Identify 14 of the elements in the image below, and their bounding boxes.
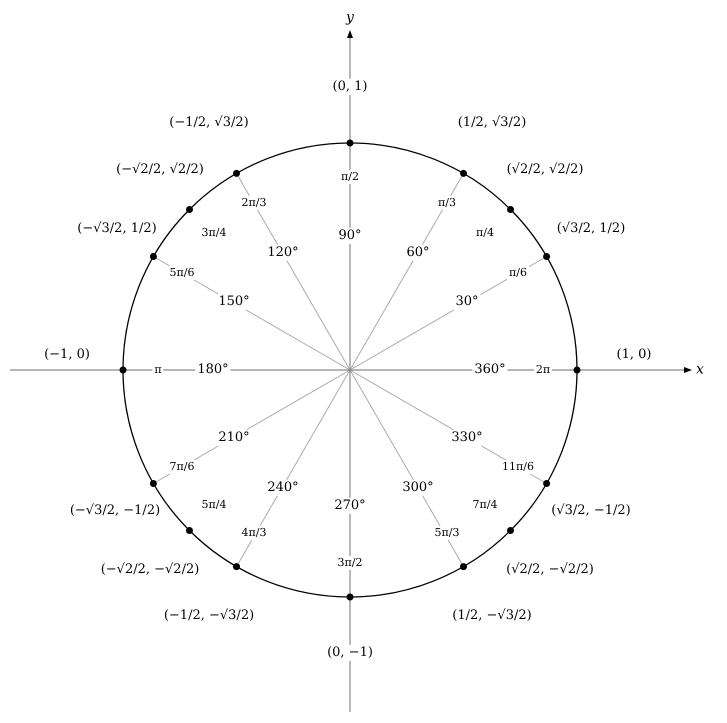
radian-label: π/3 bbox=[436, 196, 458, 210]
degree-label: 30° bbox=[453, 294, 481, 310]
radian-label: 5π/6 bbox=[168, 266, 196, 280]
radian-label: 2π/3 bbox=[240, 196, 268, 210]
radian-label: π/6 bbox=[507, 266, 529, 280]
degree-label: 330° bbox=[449, 430, 485, 446]
radian-label: 7π/6 bbox=[168, 460, 196, 474]
coordinate-label: (0, −1) bbox=[325, 644, 375, 662]
radian-label: 4π/3 bbox=[240, 526, 268, 540]
coordinate-label: (0, 1) bbox=[330, 78, 370, 96]
radian-label: 5π/3 bbox=[432, 526, 462, 540]
radian-label: 11π/6 bbox=[500, 460, 536, 474]
radian-label: 3π/2 bbox=[336, 556, 364, 570]
radian-label: π/2 bbox=[339, 170, 361, 184]
